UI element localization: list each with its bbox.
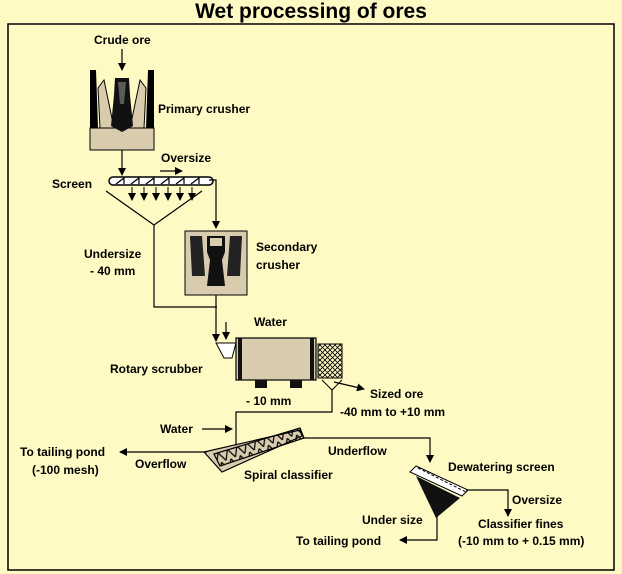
minus-10-label: - 10 mm	[246, 394, 291, 408]
diagram-title: Wet processing of ores	[195, 0, 427, 23]
overflow-label: Overflow	[135, 457, 187, 471]
primary-crusher-label: Primary crusher	[158, 102, 250, 116]
dewatering-screen-label: Dewatering screen	[448, 460, 555, 474]
oversize-to-secondary-line	[209, 179, 220, 229]
dewatering-undersize-line	[399, 516, 438, 544]
oversize-right-label: Oversize	[512, 493, 562, 507]
classifier-fines-range-label: (-10 mm to + 0.15 mm)	[458, 534, 584, 548]
dewatering-screen-icon	[409, 465, 469, 518]
undersize-label: Undersize	[84, 247, 142, 261]
dewatering-oversize-line	[466, 489, 512, 517]
undersize-line	[153, 225, 217, 308]
underflow-line	[302, 437, 434, 463]
water-mid-label: Water	[160, 422, 193, 436]
tailing-bottom-label: To tailing pond	[296, 534, 381, 548]
tailing-left-mesh-label: (-100 mesh)	[32, 463, 99, 477]
spiral-classifier-icon	[202, 427, 305, 473]
secondary-crusher-label-2: crusher	[256, 258, 300, 272]
sized-ore-arrow	[333, 381, 365, 392]
screen-icon	[105, 176, 214, 226]
under-size-label: Under size	[362, 513, 423, 527]
primary-crusher-icon	[89, 70, 155, 151]
undersize-size-label: - 40 mm	[90, 264, 135, 278]
rotary-scrubber-icon	[215, 337, 343, 391]
underflow-label: Underflow	[328, 444, 387, 458]
rotary-scrubber-label: Rotary scrubber	[110, 362, 203, 376]
diagram-border	[7, 23, 615, 571]
crude-ore-label: Crude ore	[94, 33, 151, 47]
water-top-label: Water	[254, 315, 287, 329]
secondary-crusher-icon	[184, 230, 248, 296]
oversize-top-label: Oversize	[161, 151, 211, 165]
minus-10-line	[232, 390, 333, 457]
sized-ore-range-label: -40 mm to +10 mm	[340, 405, 445, 419]
screen-label: Screen	[52, 177, 92, 191]
tailing-left-label: To tailing pond	[20, 445, 105, 459]
spiral-classifier-label: Spiral classifier	[244, 468, 333, 482]
secondary-crusher-label-1: Secondary	[256, 240, 318, 254]
sized-ore-label: Sized ore	[370, 387, 424, 401]
classifier-fines-label: Classifier fines	[478, 517, 564, 531]
